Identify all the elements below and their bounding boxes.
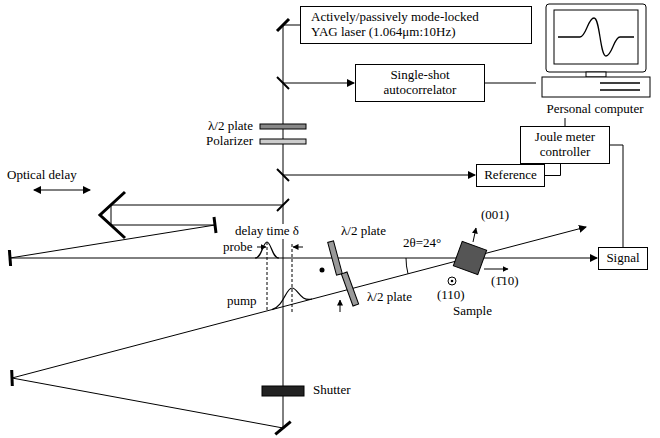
component-label: Sample: [452, 304, 493, 319]
retroreflector: [100, 192, 125, 238]
component-label: λ/2 plate: [207, 119, 254, 134]
delay-arrow: [34, 190, 90, 191]
sample-crystal: [453, 241, 486, 274]
beam-splitter: [277, 199, 289, 211]
probe-beam: [10, 205, 597, 258]
box-text: Reference: [484, 168, 537, 183]
detector-box: Reference: [476, 164, 545, 187]
delay-arrow: [257, 247, 266, 248]
mirror: [277, 19, 289, 31]
laser-box: Actively/passively mode-locked YAG laser…: [300, 6, 532, 44]
box-text: Personal computer: [546, 102, 643, 117]
box-text: Single-shot autocorrelator: [370, 68, 470, 98]
laser-beam: [283, 83, 354, 84]
component-label: Polarizer: [205, 134, 254, 149]
axis-arrow: [484, 269, 508, 270]
computer-base: [542, 77, 650, 97]
polarization-dot: [320, 268, 325, 273]
axis-circle: [448, 277, 456, 285]
angle-label: 2θ=24°: [402, 236, 442, 251]
beam-splitter: [277, 169, 289, 181]
laser-beam: [283, 175, 475, 176]
half-wave-plate: [341, 272, 358, 306]
disk-slot: [600, 83, 640, 90]
half-wave-plate: [260, 124, 306, 129]
shutter: [262, 386, 304, 396]
axis-dot: [451, 280, 454, 283]
mirror: [9, 250, 10, 266]
half-wave-plate: [328, 241, 343, 275]
polarizer: [260, 139, 306, 144]
component-label: λ/2 plate: [366, 290, 413, 305]
delay-marker: [267, 242, 292, 314]
angle-arc: [406, 258, 408, 274]
polarization-arrow: [340, 300, 341, 312]
detector-box: Signal: [598, 247, 648, 270]
mirror: [10, 370, 14, 386]
beam-label: probe: [222, 240, 254, 255]
instrument-box: Single-shot autocorrelator: [355, 64, 485, 102]
monitor: [546, 4, 646, 72]
waveform: [558, 18, 634, 56]
mirror: [275, 422, 290, 435]
monitor-stand: [586, 72, 606, 77]
computer-icon: Personal computer: [536, 2, 654, 118]
delay-arrow: [293, 247, 303, 248]
beam-splitter: [277, 77, 289, 89]
signal-cable: [545, 164, 561, 176]
component-label: Optical delay: [6, 168, 78, 183]
axis-label: (001): [480, 208, 510, 223]
signal-cable: [565, 118, 566, 126]
box-text: Joule meter controller: [527, 130, 603, 160]
axis-label: (1̄10): [490, 274, 520, 289]
axis-arrow: [473, 228, 476, 242]
signal-cable: [485, 83, 536, 84]
pump-beam: [12, 227, 586, 428]
box-text: Signal: [606, 251, 639, 266]
axis-label: (110): [436, 288, 466, 303]
beam-label: pump: [226, 294, 258, 309]
component-label: Shutter: [312, 383, 352, 398]
instrument-box: Joule meter controller: [520, 126, 610, 164]
mirror: [214, 217, 216, 233]
annotation: delay time δ: [234, 224, 300, 239]
signal-cable: [610, 145, 623, 247]
box-text: Actively/passively mode-locked YAG laser…: [311, 10, 496, 40]
component-label: λ/2 plate: [340, 224, 387, 239]
monitor-screen: [554, 10, 638, 64]
